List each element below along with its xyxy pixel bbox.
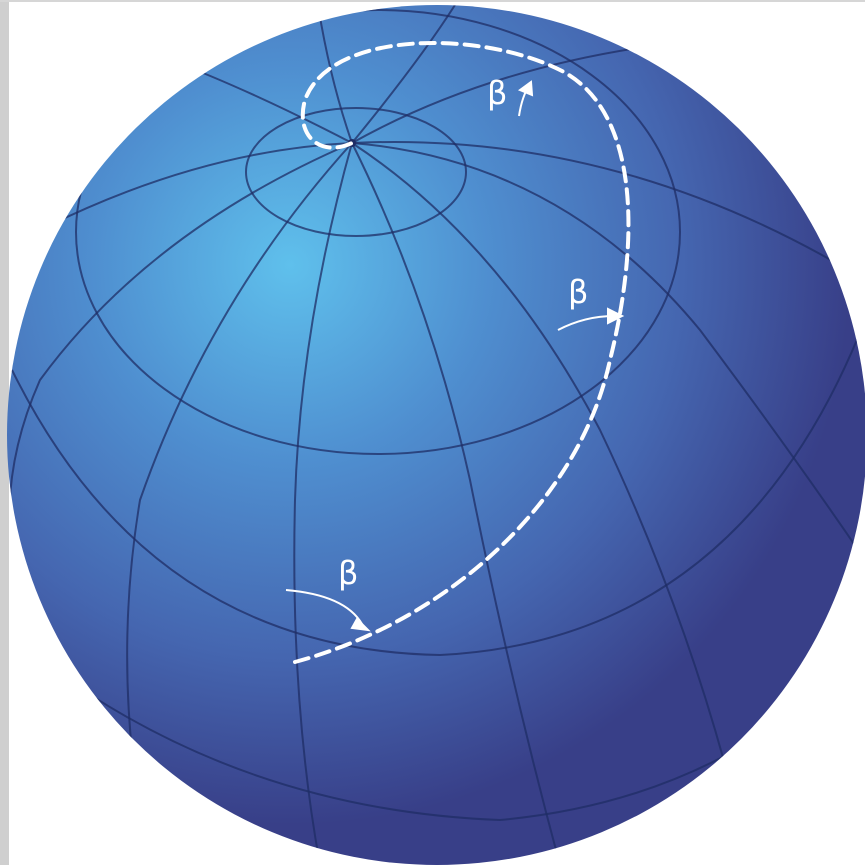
meridian-line (351, 142, 561, 865)
loxodrome-path (293, 41, 631, 664)
sphere (7, 5, 865, 865)
meridian-line (39, 142, 353, 231)
beta-label-bottom: β (338, 554, 358, 592)
meridian-line (8, 142, 353, 561)
meridian-line (317, 5, 353, 144)
frame-top-line (0, 0, 865, 2)
angle-marker-top (517, 80, 534, 117)
meridian-line (351, 5, 456, 144)
beta-label-middle: β (568, 273, 588, 311)
angle-marker-bottom (285, 589, 371, 632)
latitude-circle (75, 9, 681, 455)
beta-label-top: β (487, 74, 507, 112)
meridian-line (293, 142, 353, 865)
meridian-line (351, 142, 751, 865)
meridian-line (351, 142, 865, 561)
meridian-line (351, 140, 865, 281)
latitude-circle (245, 107, 467, 237)
angle-marker-middle (557, 307, 625, 331)
frame-strip (0, 0, 9, 865)
latitude-circle (11, 319, 865, 657)
